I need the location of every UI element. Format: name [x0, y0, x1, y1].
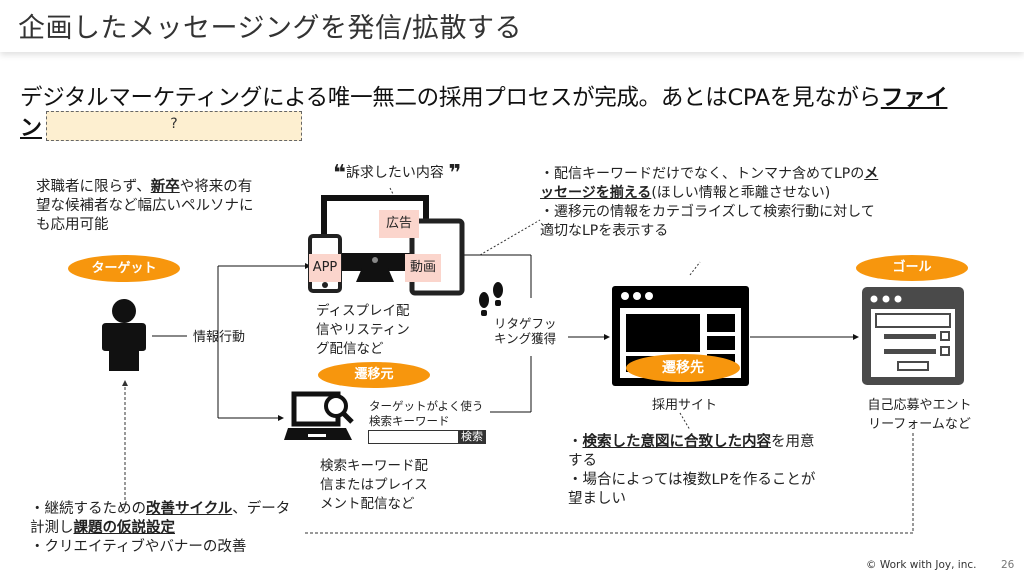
sticky-note[interactable]: ?	[46, 111, 302, 141]
page-title: 企画したメッセージングを発信/拡散する	[18, 13, 523, 44]
person-icon	[102, 299, 146, 371]
copyright: © Work with Joy, inc.	[866, 559, 977, 571]
target-pill: ターゲット	[68, 255, 180, 282]
improve-note-1: ・継続するための改善サイクル、データ計測し課題の仮説設定	[30, 501, 291, 536]
keyword-caption: ターゲットがよく使う検索キーワード	[369, 399, 484, 428]
site-note-1: ・検索した意図に合致した内容を用意する	[568, 434, 815, 469]
laptop-search-icon	[284, 391, 354, 440]
quote-open-icon: ❝	[333, 161, 346, 186]
video-label: 動画	[405, 254, 441, 282]
lp-note-1: ・配信キーワードだけでなく、トンマナ含めてLPのメッセージを揃える(ほしい情報と…	[540, 166, 879, 201]
goal-pill: ゴール	[856, 255, 968, 281]
site-note-2: ・場合によっては複数LPを作ることが望ましい	[568, 472, 816, 507]
info-action-label: 情報行動	[193, 330, 246, 345]
lead-main: デジタルマーケティングによる唯一無二の採用プロセスが完成。あとはCPAを見ながら	[20, 85, 881, 111]
recruit-site-label: 採用サイト	[652, 398, 718, 413]
source-pill: 遷移元	[318, 362, 430, 388]
lead-emphasis: ファイ	[880, 85, 948, 111]
lp-notes: ・配信キーワードだけでなく、トンマナ含めてLPのメッセージを揃える(ほしい情報と…	[540, 165, 885, 241]
lead-line2: ン	[20, 116, 43, 141]
target-note: 求職者に限らず、新卒や将来の有望な候補者など幅広いペルソナにも応用可能	[36, 179, 254, 233]
lead-text: デジタルマーケティングによる唯一無二の採用プロセスが完成。あとはCPAを見ながら…	[20, 80, 948, 112]
lp-note-2: ・遷移元の情報をカテゴライズして検索行動に対して適切なLPを表示する	[540, 204, 875, 239]
page-number: 26	[1001, 559, 1015, 571]
search-caption: 検索キーワード配信またはプレイスメント配信など	[320, 458, 428, 512]
entry-form-icon	[862, 287, 964, 385]
retargeting-label: リタゲフッキング獲得	[494, 316, 557, 346]
display-caption: ディスプレイ配信やリスティング配信など	[316, 303, 410, 357]
improve-note-2: ・クリエイティブやバナーの改善	[30, 539, 247, 555]
destination-pill: 遷移先	[626, 354, 740, 382]
improve-notes: ・継続するための改善サイクル、データ計測し課題の仮説設定 ・クリエイティブやバナ…	[30, 500, 300, 557]
search-input[interactable]	[368, 430, 460, 444]
goal-caption: 自己応募やエントリーフォームなど	[867, 398, 972, 432]
quote-close-icon: ❞	[448, 161, 462, 186]
app-label: APP	[309, 254, 341, 282]
footsteps-icon	[479, 282, 503, 316]
ad-label: 広告	[379, 210, 419, 238]
site-notes: ・検索した意図に合致した内容を用意する ・場合によっては複数LPを作ることが望ま…	[568, 433, 818, 509]
feedback-loop	[303, 433, 914, 534]
search-button[interactable]: 検索	[458, 430, 486, 444]
appeal-label: ❝訴求したい内容 ❞	[333, 161, 462, 186]
header-bar	[0, 0, 1024, 52]
